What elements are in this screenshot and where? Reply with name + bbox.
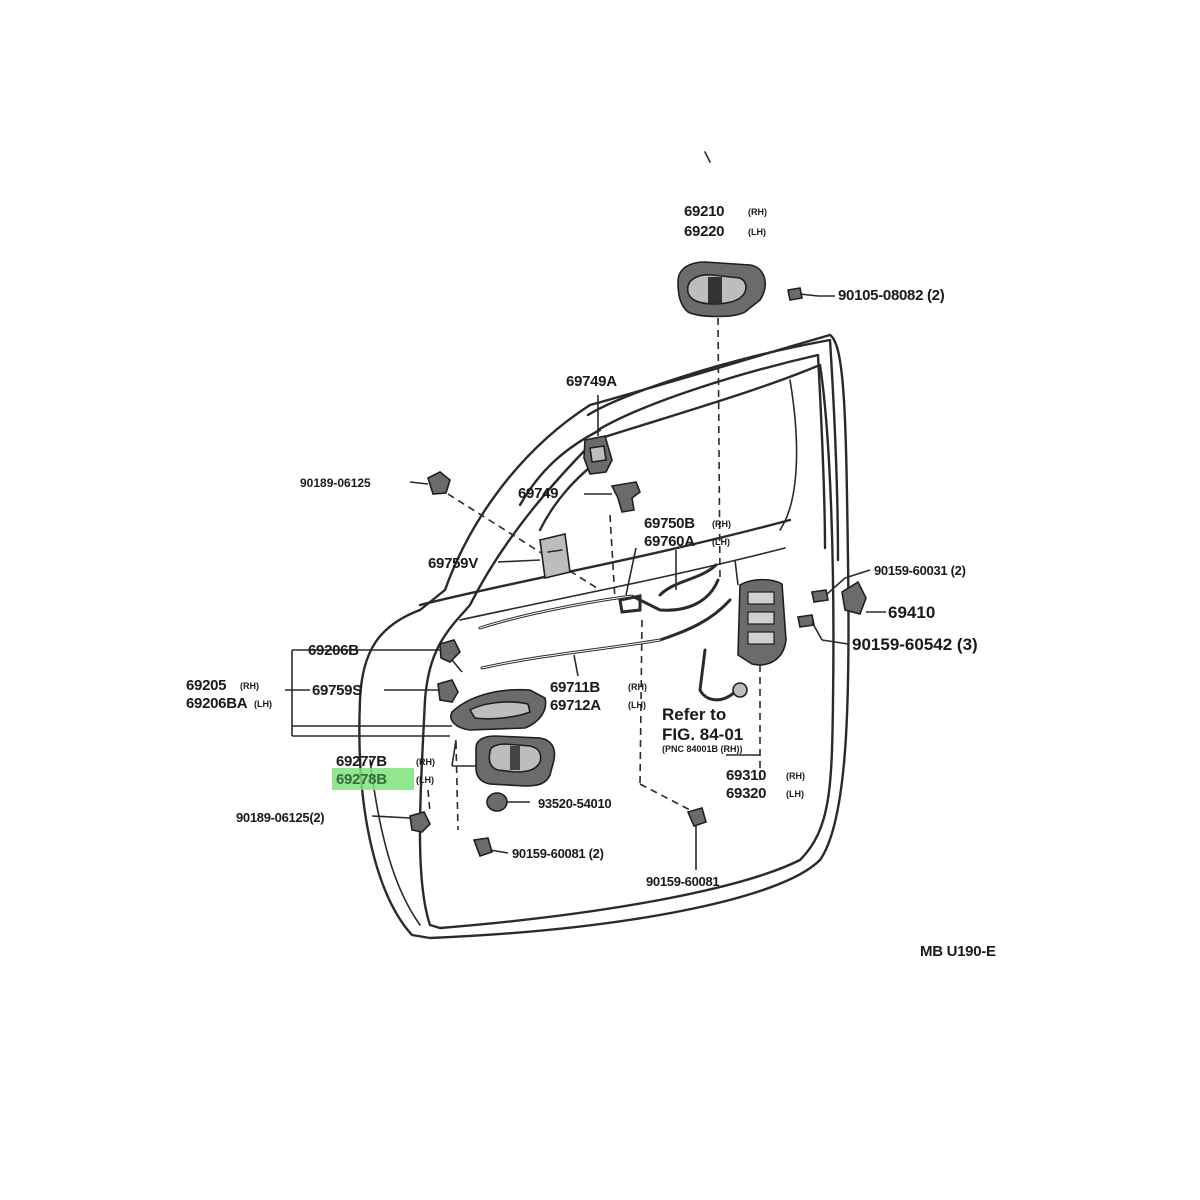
bracket-69759v-icon [539,533,571,579]
screw-90159-60081-b-icon [686,807,707,827]
bolt-90105-icon [787,287,819,301]
label-69712a-lh: (LH) [628,700,646,710]
label-69277b-rh: (RH) [416,757,435,767]
label-69310-rh: (RH) [786,771,805,781]
outside-handle-69210 [677,261,766,318]
label-69206b: 69206B [308,642,359,659]
part-labels: 69210 (RH) 69220 (LH) 90105-08082 (2) 69… [186,203,996,960]
label-69278b-lh: (LH) [416,775,434,785]
label-69206ba-lh: (LH) [254,699,272,709]
screw-90159-60542-icon [797,614,815,628]
label-69711b: 69711B [550,679,600,696]
label-69220: 69220 [684,223,724,240]
label-90105: 90105-08082 (2) [838,287,945,304]
label-69310: 69310 [726,767,766,784]
stray-mark [704,151,711,163]
label-refer-to: Refer to [662,705,726,724]
cap-93520-icon [486,792,508,812]
label-69205: 69205 [186,677,226,694]
label-69759v: 69759V [428,555,478,572]
label-69410: 69410 [888,603,935,622]
label-69749: 69749 [518,485,558,502]
label-90159-60031: 90159-60031 (2) [874,563,966,578]
label-69711b-rh: (RH) [628,682,647,692]
clip-69206b-icon [439,639,461,663]
label-69210: 69210 [684,203,724,220]
screw-90159-60031-icon [811,589,829,603]
label-69712a: 69712A [550,697,601,714]
door-outline [358,333,850,940]
label-69210-rh: (RH) [748,207,767,217]
label-69760a: 69760A [644,533,695,550]
bezel-69277b-icon [475,735,556,787]
label-69760a-lh: (LH) [712,537,730,547]
label-69750b-rh: (RH) [712,519,731,529]
label-69749a: 69749A [566,373,617,390]
label-69220-lh: (LH) [748,227,766,237]
screw-90159-60081-a-icon [472,837,493,858]
label-90159-60081-a: 90159-60081 (2) [512,846,604,861]
label-90189-bottom: 90189-06125(2) [236,810,324,825]
label-90159-60542: 90159-60542 (3) [852,635,978,654]
clip-69749a-icon [583,435,613,475]
label-69205-rh: (RH) [240,681,259,691]
label-90189-top: 90189-06125 [300,476,371,490]
lock-rods [478,563,737,702]
label-69750b: 69750B [644,515,695,532]
lever-69410-icon [841,580,867,615]
label-69277b: 69277B [336,753,387,770]
clip-90189-top-icon [427,471,451,495]
label-69320: 69320 [726,785,766,802]
label-69759s: 69759S [312,682,362,699]
label-90159-60081-b: 90159-60081 [646,874,719,889]
label-69278b: 69278B [336,771,387,788]
clip-69749-icon [610,481,641,513]
label-refer-pnc: (PNC 84001B (RH)) [662,744,743,754]
diagram-code: MB U190-E [920,943,996,960]
label-69206ba: 69206BA [186,695,248,712]
label-93520: 93520-54010 [538,796,611,811]
clip-69759s-icon [437,679,459,703]
door-lock-69310-icon [732,578,787,698]
label-refer-fig: FIG. 84-01 [662,725,743,744]
clip-90189-bottom-icon [409,811,431,833]
highlight-69278b [332,768,414,790]
inside-handle-69205-icon [450,688,547,731]
label-69320-lh: (LH) [786,789,804,799]
